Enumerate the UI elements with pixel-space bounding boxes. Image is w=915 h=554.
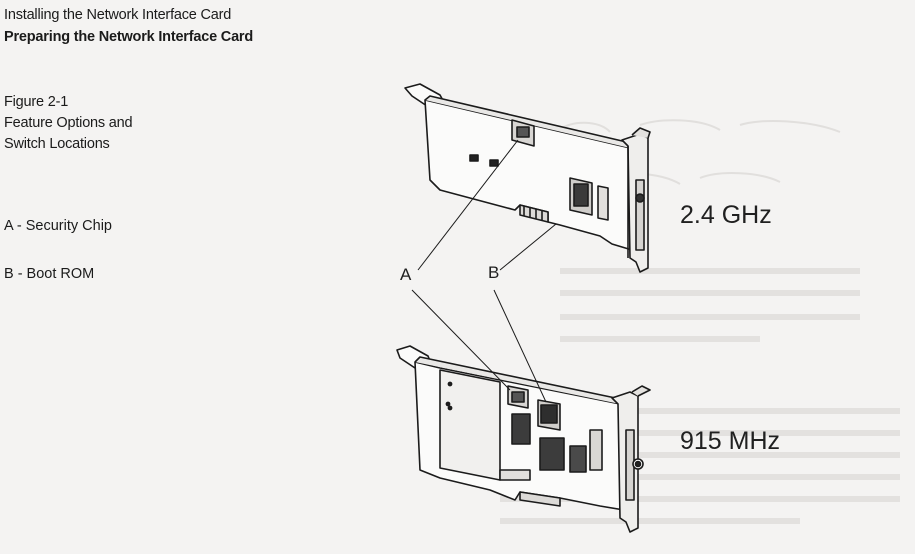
- page-header: Installing the Network Interface Card Pr…: [4, 4, 253, 48]
- figure-number: Figure 2-1: [4, 94, 69, 110]
- callout-lines: [411, 139, 557, 403]
- legend-security-chip: A - Security Chip: [4, 218, 112, 234]
- figure-caption-line1: Feature Options and: [4, 115, 133, 131]
- chapter-title: Installing the Network Interface Card: [4, 7, 232, 23]
- bottom-card-frequency-label: 915 MHz: [680, 427, 781, 455]
- callout-a-label: A: [400, 265, 412, 284]
- top-card-frequency-label: 2.4 GHz: [680, 201, 772, 229]
- legend-boot-rom: B - Boot ROM: [4, 266, 95, 282]
- top-card-security-chip: [511, 119, 535, 147]
- top-card-boot-rom: [569, 177, 609, 221]
- bottom-card-security-chip: [507, 385, 529, 409]
- callout-b-label: B: [488, 263, 500, 282]
- figure-caption: Figure 2-1 Feature Options and Switch Lo…: [4, 92, 133, 155]
- figure-caption-line2: Switch Locations: [4, 136, 110, 152]
- top-card-edge-connector: [519, 204, 549, 223]
- top-network-card: [404, 83, 651, 273]
- section-title: Preparing the Network Interface Card: [4, 29, 254, 45]
- bottom-card-boot-rom: [537, 399, 561, 431]
- bottom-network-card: [396, 345, 651, 533]
